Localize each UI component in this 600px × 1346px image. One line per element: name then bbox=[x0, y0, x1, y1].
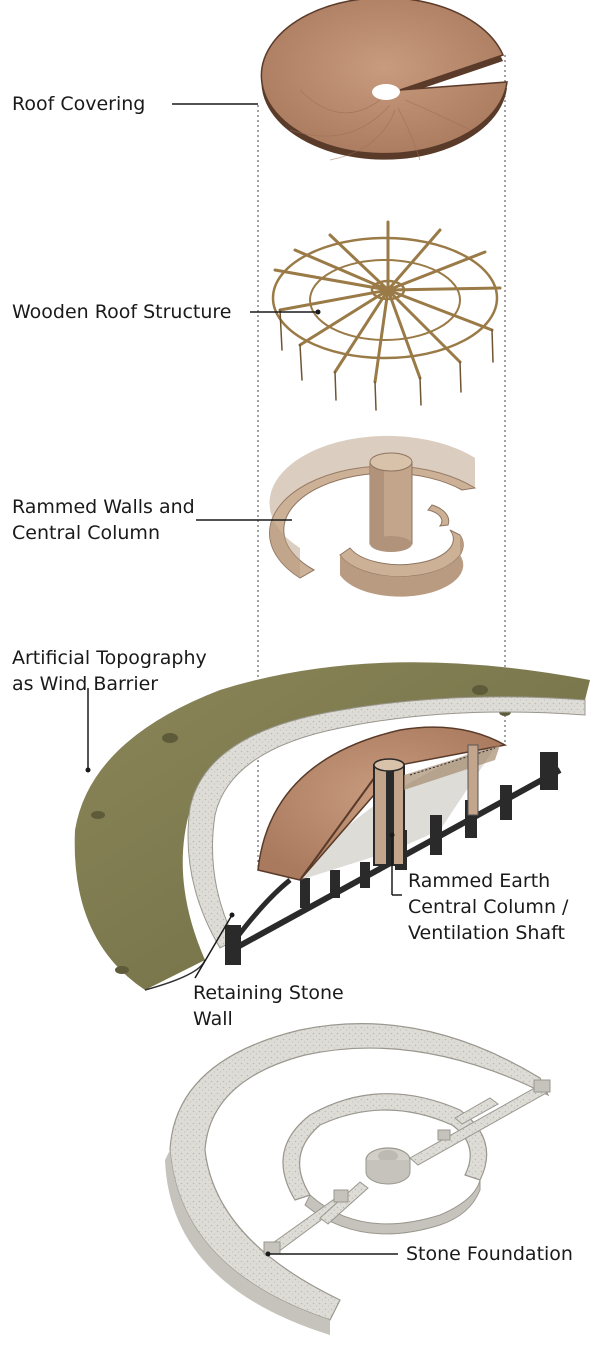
leader-dots bbox=[85, 309, 395, 1257]
label-wooden-roof-structure: Wooden Roof Structure bbox=[12, 301, 232, 323]
label-rammed-earth-column: Rammed Earth Central Column / Ventilatio… bbox=[408, 870, 569, 944]
topography-illustration bbox=[74, 662, 590, 991]
stone-foundation-illustration bbox=[165, 1023, 551, 1335]
alignment-lines bbox=[257, 55, 506, 870]
rammed-walls-illustration bbox=[269, 435, 477, 597]
leader-lines bbox=[87, 103, 402, 1255]
label-rammed-walls: Rammed Walls and Central Column bbox=[12, 496, 195, 544]
roof-covering-illustration bbox=[260, 0, 508, 161]
label-artificial-topography: Artificial Topography as Wind Barrier bbox=[12, 647, 207, 695]
wooden-roof-structure-illustration bbox=[271, 220, 502, 411]
label-roof-covering: Roof Covering bbox=[12, 93, 146, 115]
label-stone-foundation: Stone Foundation bbox=[406, 1243, 573, 1265]
label-retaining-stone-wall: Retaining Stone Wall bbox=[193, 982, 344, 1030]
